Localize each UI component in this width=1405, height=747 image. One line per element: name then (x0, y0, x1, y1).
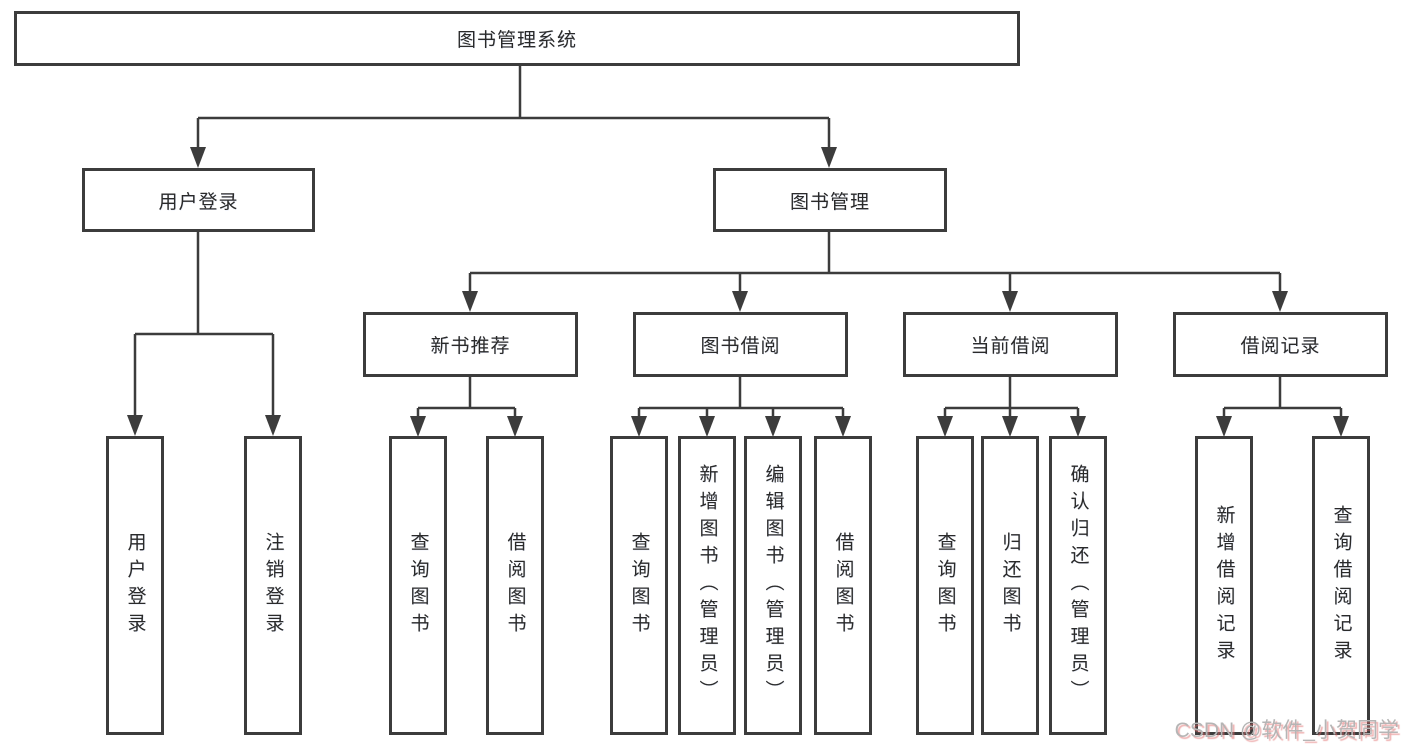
leaf-borrow-books-recommend-label: 借阅图书 (504, 531, 526, 640)
leaf-query-borrow-record: 查询借阅记录 (1312, 436, 1370, 735)
node-library-system: 图书管理系统 (14, 11, 1020, 66)
node-book-borrowing: 图书借阅 (633, 312, 848, 377)
leaf-query-books-borrowing-label: 查询图书 (628, 531, 650, 640)
leaf-return-books-label: 归还图书 (999, 531, 1021, 640)
leaf-add-books-admin-label: 新增图书（管理员） (696, 464, 718, 707)
node-borrowing-records: 借阅记录 (1173, 312, 1388, 377)
leaf-add-borrow-record-label: 新增借阅记录 (1213, 504, 1235, 667)
leaf-edit-books-admin: 编辑图书（管理员） (744, 436, 802, 735)
node-book-borrowing-label: 图书借阅 (700, 336, 781, 357)
leaf-query-books-current: 查询图书 (916, 436, 974, 735)
leaf-user-login-label: 用户登录 (124, 531, 146, 640)
node-book-management: 图书管理 (713, 168, 947, 232)
csdn-watermark: CSDN @软件_小贺同学 (1174, 719, 1399, 742)
leaf-logout-label: 注销登录 (262, 531, 284, 640)
leaf-query-books-recommend: 查询图书 (389, 436, 447, 735)
leaf-borrow-books-borrowing-label: 借阅图书 (832, 531, 854, 640)
leaf-return-books: 归还图书 (981, 436, 1039, 735)
leaf-confirm-return-admin-label: 确认归还（管理员） (1067, 464, 1089, 707)
node-book-management-label: 图书管理 (789, 191, 870, 213)
node-new-book-recommend: 新书推荐 (363, 312, 578, 377)
leaf-query-books-recommend-label: 查询图书 (407, 531, 429, 640)
node-borrowing-records-label: 借阅记录 (1240, 336, 1321, 357)
node-new-book-recommend-label: 新书推荐 (430, 336, 511, 357)
leaf-query-books-borrowing: 查询图书 (610, 436, 668, 735)
leaf-query-books-current-label: 查询图书 (934, 531, 956, 640)
node-user-login: 用户登录 (82, 168, 315, 232)
leaf-add-books-admin: 新增图书（管理员） (678, 436, 736, 735)
leaf-user-login: 用户登录 (106, 436, 164, 735)
leaf-edit-books-admin-label: 编辑图书（管理员） (762, 464, 784, 707)
leaf-borrow-books-recommend: 借阅图书 (486, 436, 544, 735)
leaf-add-borrow-record: 新增借阅记录 (1195, 436, 1253, 735)
leaf-confirm-return-admin: 确认归还（管理员） (1049, 436, 1107, 735)
leaf-borrow-books-borrowing: 借阅图书 (814, 436, 872, 735)
node-library-system-label: 图书管理系统 (456, 30, 577, 51)
arrowheads (127, 147, 1349, 437)
node-current-borrowing-label: 当前借阅 (970, 336, 1051, 357)
leaf-logout: 注销登录 (244, 436, 302, 735)
leaf-query-borrow-record-label: 查询借阅记录 (1330, 504, 1352, 667)
node-current-borrowing: 当前借阅 (903, 312, 1118, 377)
node-user-login-label: 用户登录 (158, 191, 239, 213)
